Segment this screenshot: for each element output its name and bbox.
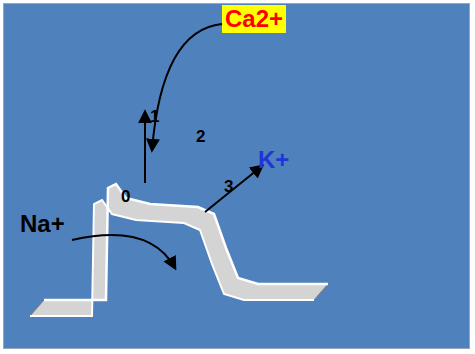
ribbon-edge	[44, 184, 328, 300]
sodium-arrow	[72, 235, 175, 268]
action-potential-ribbon	[30, 184, 328, 316]
ion-label: K+	[258, 148, 289, 172]
arrow-1	[144, 112, 146, 183]
ribbon-face	[30, 184, 328, 316]
ion-label: Ca2+	[225, 5, 283, 32]
potassium-arrow	[205, 166, 262, 212]
ion-label: Na+	[20, 212, 65, 236]
ribbon-edge	[30, 200, 314, 316]
phase-number: 3	[224, 178, 233, 195]
phase-number: 1	[150, 108, 159, 125]
phase-number: 0	[121, 188, 130, 205]
highlight-box: Ca2+	[222, 5, 286, 33]
calcium-arrow	[152, 24, 222, 150]
phase-number: 2	[196, 128, 205, 145]
